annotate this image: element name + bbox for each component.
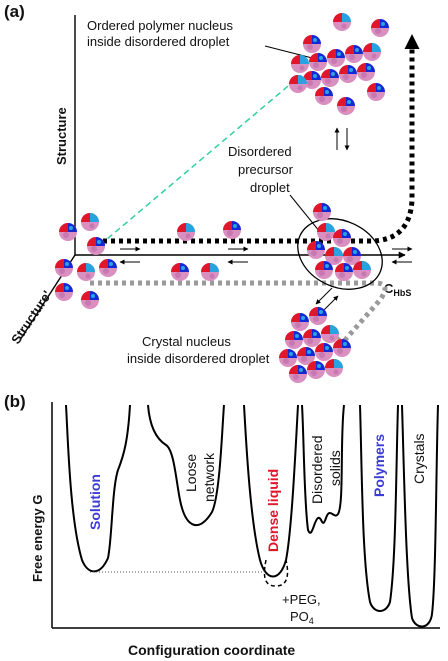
equilibrium-arrows [119,127,413,313]
well-crystals-label: Crystals [411,433,427,484]
precursor-droplet-ellipse [297,218,383,290]
black-dotted-path [95,34,420,244]
panel-a-label: (a) [4,2,25,21]
well-loose-label-2: network [201,452,217,502]
ordered-polymer-nucleus [289,13,389,115]
panel-b-label: (b) [4,392,26,411]
ordered-nucleus-text-1: Ordered polymer nucleus [87,18,233,33]
configuration-axis-label: Configuration coordinate [128,642,295,658]
structure-prime-axis-label: Structure' [8,288,54,347]
green-dashed-arrow [99,74,302,246]
well-solution-label: Solution [87,474,103,530]
precursor-text-1: Disordered [228,144,292,159]
energy-axis-label: Free energy G [30,495,45,582]
structure-axis-label: Structure [54,107,69,165]
crystal-nucleus [279,307,351,383]
well-disordered-label-1: Disordered [309,436,325,504]
free-energy-curve [65,404,439,628]
crystal-nucleus-text-2: inside disordered droplet [127,351,270,366]
monomer-molecules [55,213,241,309]
precursor-text-2: precursor [238,162,294,177]
c-hbs-axis-label: CHbS [384,281,411,298]
well-disordered-label-2: solids [327,450,343,486]
ordered-nucleus-text-2: inside disordered droplet [87,34,230,49]
well-dense-liquid-label: Dense liquid [265,469,281,552]
precursor-pointer [289,194,321,233]
well-loose-label-1: Loose [183,454,199,492]
well-polymers-label: Polymers [371,434,387,497]
additive-note-1: +PEG, [282,592,321,607]
precursor-text-3: droplet [250,180,290,195]
crystal-nucleus-text-1: Crystal nucleus [142,334,231,349]
lowered-dense-liquid-well [263,559,289,587]
additive-note-2: PO4 [290,609,314,626]
gray-dotted-path [90,280,388,353]
